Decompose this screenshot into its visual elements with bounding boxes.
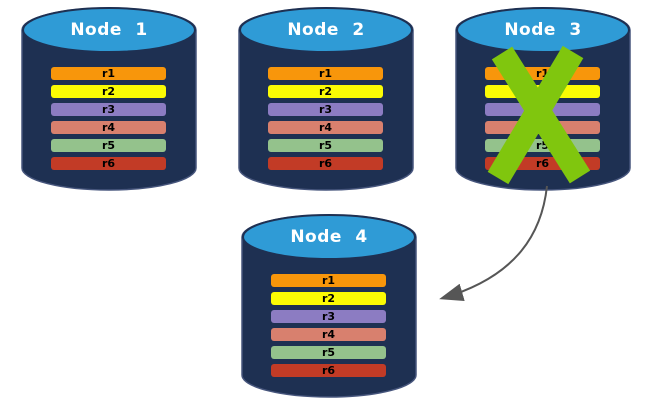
replica-row: r6	[271, 364, 386, 377]
node-4: Node 4 r1 r2 r3 r4 r5 r6	[241, 214, 417, 398]
replica-row: r3	[268, 103, 383, 116]
node-1: Node 1 r1 r2 r3 r4 r5 r6	[21, 7, 197, 191]
replica-row: r5	[268, 139, 383, 152]
replica-row: r1	[271, 274, 386, 287]
replica-row: r4	[51, 121, 166, 134]
replica-row: r6	[268, 157, 383, 170]
replica-row: r2	[268, 85, 383, 98]
replica-row: r5	[271, 346, 386, 359]
replica-rows: r1 r2 r3 r4 r5 r6	[271, 274, 386, 382]
replica-row: r3	[51, 103, 166, 116]
node-title: Node 4	[290, 227, 368, 247]
replica-rows: r1 r2 r3 r4 r5 r6	[268, 67, 383, 175]
node-title: Node 2	[287, 20, 365, 40]
replica-row: r6	[51, 157, 166, 170]
replica-row: r2	[271, 292, 386, 305]
node-title: Node 1	[70, 20, 148, 40]
replica-rows: r1 r2 r3 r4 r5 r6	[51, 67, 166, 175]
node-title: Node 3	[504, 20, 582, 40]
failover-arrow	[439, 185, 548, 301]
replica-row: r4	[271, 328, 386, 341]
node-2: Node 2 r1 r2 r3 r4 r5 r6	[238, 7, 414, 191]
failure-x-icon	[487, 45, 591, 185]
replica-row: r1	[51, 67, 166, 80]
replica-row: r1	[268, 67, 383, 80]
replica-row: r3	[271, 310, 386, 323]
replica-row: r2	[51, 85, 166, 98]
replica-row: r4	[268, 121, 383, 134]
replica-row: r5	[51, 139, 166, 152]
